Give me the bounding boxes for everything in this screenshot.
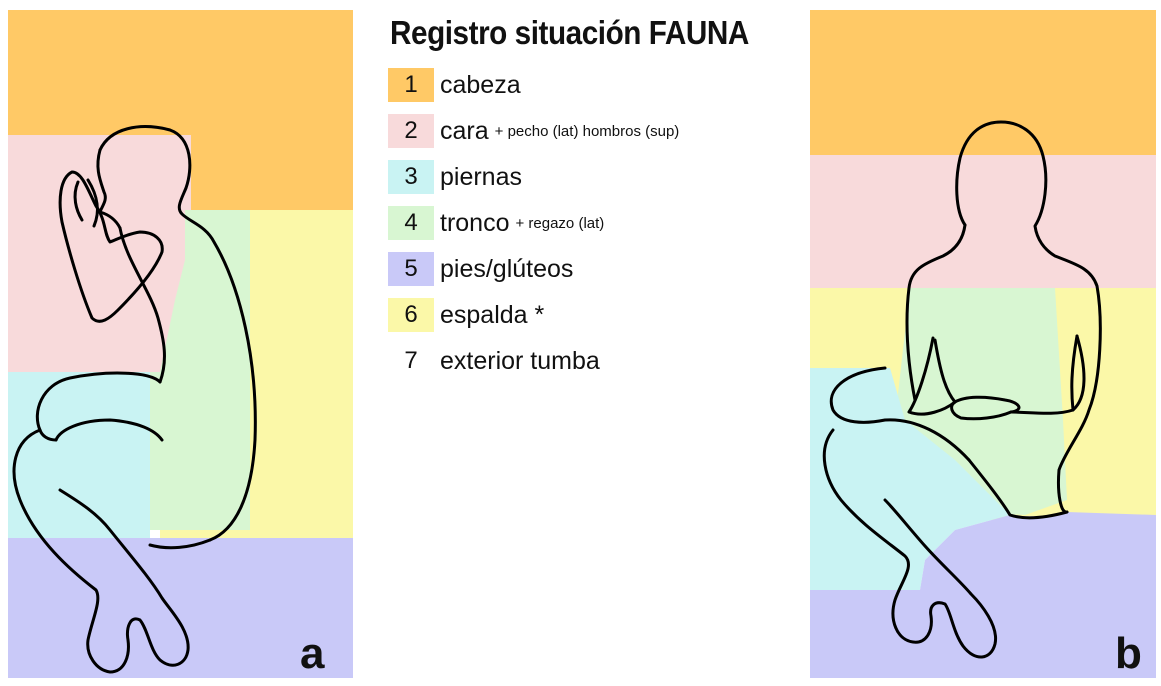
body-outline-a bbox=[12, 125, 257, 674]
legend-label-3: piernas bbox=[440, 162, 522, 191]
legend-label-5: pies/glúteos bbox=[440, 254, 574, 283]
legend-num-2: 2 bbox=[404, 117, 418, 144]
legend-swatch-4: 4 bbox=[388, 206, 434, 240]
legend-num-6: 6 bbox=[404, 301, 418, 328]
legend-num-4: 4 bbox=[404, 209, 418, 236]
legend-item-tronco: 4 tronco + regazo (lat) bbox=[388, 204, 800, 242]
zone-cabeza-b bbox=[810, 10, 1156, 155]
legend-sub-2: + pecho (lat) hombros (sup) bbox=[494, 122, 680, 140]
legend-item-cara: 2 cara + pecho (lat) hombros (sup) bbox=[388, 112, 800, 150]
legend-label-4: tronco bbox=[440, 208, 510, 237]
legend-item-espalda: 6 espalda * bbox=[388, 296, 800, 334]
legend-item-pies: 5 pies/glúteos bbox=[388, 250, 800, 288]
legend-num-1: 1 bbox=[404, 71, 418, 98]
legend-label-7: exterior tumba bbox=[440, 346, 600, 375]
legend: Registro situación FAUNA 1 cabeza 2 cara… bbox=[388, 14, 800, 388]
zone-pies-b bbox=[810, 512, 1156, 678]
legend-num-5: 5 bbox=[404, 255, 418, 282]
legend-swatch-5: 5 bbox=[388, 252, 434, 286]
panel-a-side-view: a bbox=[8, 10, 353, 678]
legend-swatch-6: 6 bbox=[388, 298, 434, 332]
legend-swatch-1: 1 bbox=[388, 68, 434, 102]
legend-swatch-7: 7 bbox=[388, 344, 434, 378]
legend-swatch-3: 3 bbox=[388, 160, 434, 194]
legend-num-3: 3 bbox=[404, 163, 418, 190]
legend-title: Registro situación FAUNA bbox=[390, 14, 749, 51]
body-outline-b bbox=[822, 120, 1102, 659]
panel-b-front-view: b bbox=[810, 10, 1156, 678]
legend-sub-4: + regazo (lat) bbox=[515, 214, 605, 232]
legend-label-2: cara bbox=[440, 116, 489, 145]
panel-letter-a: a bbox=[300, 629, 325, 678]
legend-num-7: 7 bbox=[404, 347, 418, 374]
panel-letter-b: b bbox=[1115, 629, 1142, 678]
zone-cara-b bbox=[810, 155, 1156, 288]
legend-item-piernas: 3 piernas bbox=[388, 158, 800, 196]
legend-label-6: espalda * bbox=[440, 300, 545, 329]
legend-item-cabeza: 1 cabeza bbox=[388, 66, 800, 104]
legend-item-exterior: 7 exterior tumba bbox=[388, 342, 800, 380]
legend-label-1: cabeza bbox=[440, 70, 521, 99]
legend-swatch-2: 2 bbox=[388, 114, 434, 148]
